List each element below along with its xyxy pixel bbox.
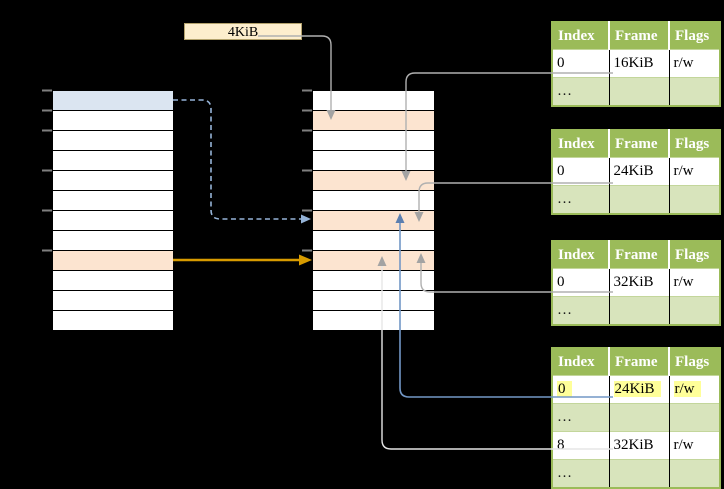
- column-header-flags: Flags: [669, 348, 720, 376]
- column-header-index: Index: [552, 348, 610, 376]
- cell-index: 0: [552, 49, 610, 78]
- virtual-page-cell: [53, 311, 173, 330]
- physical-frame-cell: [313, 271, 434, 291]
- physical-frame-cell: [313, 231, 434, 251]
- column-header-flags: Flags: [669, 241, 720, 269]
- virtual-page-cell: [53, 291, 173, 311]
- cell-flags: r/w: [669, 49, 720, 78]
- cell-frame: 24KiB: [609, 157, 670, 186]
- column-header-index: Index: [552, 241, 610, 269]
- table-row-ellipsis: …: [552, 185, 720, 214]
- column-header-flags: Flags: [669, 22, 720, 50]
- physical-frame-cell: [313, 131, 434, 151]
- cell-flags: [669, 296, 720, 325]
- cell-frame: [609, 185, 670, 214]
- page-table-1: Index Frame Flags 0 16KiB r/w …: [551, 21, 721, 107]
- cell-frame: 32KiB: [609, 431, 670, 460]
- physical-memory-column: [312, 90, 435, 331]
- table-row-ellipsis: …: [552, 77, 720, 106]
- cell-index: …: [552, 459, 610, 488]
- table-row: 0 32KiB r/w: [552, 268, 720, 297]
- physical-frame-cell-highlight: [313, 211, 434, 231]
- yellow-highlight: 24KiB: [613, 381, 661, 397]
- cell-frame: [609, 77, 670, 106]
- table-row: 8 32KiB r/w: [552, 431, 720, 460]
- cell-index: 0: [552, 268, 610, 297]
- virtual-page-cell: [53, 111, 173, 131]
- physical-frame-cell-highlight: [313, 171, 434, 191]
- cell-flags: [669, 403, 720, 432]
- column-header-index: Index: [552, 22, 610, 50]
- page-table-3: Index Frame Flags 0 32KiB r/w …: [551, 240, 721, 326]
- physical-frame-cell: [313, 151, 434, 171]
- cell-flags: [669, 185, 720, 214]
- column-header-index: Index: [552, 130, 610, 158]
- cell-flags: r/w: [669, 375, 720, 404]
- cell-frame: [609, 459, 670, 488]
- virtual-page-cell-highlight-blue: [53, 91, 173, 111]
- virtual-page-cell: [53, 211, 173, 231]
- virtual-page-cell: [53, 151, 173, 171]
- virtual-page-cell: [53, 231, 173, 251]
- page-table-2: Index Frame Flags 0 24KiB r/w …: [551, 129, 721, 215]
- cell-flags: [669, 459, 720, 488]
- virtual-page-cell: [53, 171, 173, 191]
- table-row: 0 16KiB r/w: [552, 49, 720, 78]
- column-header-frame: Frame: [609, 22, 670, 50]
- table-header-row: Index Frame Flags: [552, 241, 720, 269]
- table-header-row: Index Frame Flags: [552, 130, 720, 158]
- virtual-page-cell-highlight-orange: [53, 251, 173, 271]
- cell-index: 8: [552, 431, 610, 460]
- physical-frame-cell-highlight: [313, 111, 434, 131]
- physical-frame-cell: [313, 191, 434, 211]
- cell-flags: r/w: [669, 157, 720, 186]
- physical-frame-cell: [313, 311, 434, 330]
- physical-column-ticks: [302, 89, 312, 252]
- yellow-highlight: r/w: [673, 381, 701, 397]
- column-header-frame: Frame: [609, 241, 670, 269]
- virtual-page-cell: [53, 271, 173, 291]
- cell-flags: [669, 77, 720, 106]
- table-row: 0 24KiB r/w: [552, 157, 720, 186]
- column-header-frame: Frame: [609, 348, 670, 376]
- arrow-virtual-orange-to-frame: [173, 254, 312, 266]
- virtual-page-cell: [53, 131, 173, 151]
- cell-flags: r/w: [669, 268, 720, 297]
- virtual-memory-column: [52, 90, 174, 331]
- virtual-column-ticks: [42, 89, 52, 252]
- size-label-4kib: 4KiB: [184, 23, 302, 40]
- table-row-ellipsis: …: [552, 296, 720, 325]
- table-header-row: Index Frame Flags: [552, 22, 720, 50]
- physical-frame-cell-highlight: [313, 251, 434, 271]
- table-row-highlighted: 0 24KiB r/w: [552, 375, 720, 404]
- cell-index: …: [552, 296, 610, 325]
- physical-frame-cell: [313, 291, 434, 311]
- physical-frame-cell: [313, 91, 434, 111]
- cell-index: …: [552, 77, 610, 106]
- cell-index: 0: [552, 157, 610, 186]
- column-header-flags: Flags: [669, 130, 720, 158]
- arrow-virtual-blue-to-frame: [173, 99, 311, 224]
- cell-flags: r/w: [669, 431, 720, 460]
- table-row-ellipsis: …: [552, 459, 720, 488]
- cell-frame: [609, 296, 670, 325]
- cell-index: …: [552, 403, 610, 432]
- cell-frame: 16KiB: [609, 49, 670, 78]
- table-header-row: Index Frame Flags: [552, 348, 720, 376]
- cell-frame: [609, 403, 670, 432]
- cell-frame: 32KiB: [609, 268, 670, 297]
- column-header-frame: Frame: [609, 130, 670, 158]
- cell-index: …: [552, 185, 610, 214]
- cell-index: 0: [552, 375, 610, 404]
- yellow-highlight: 0: [557, 381, 572, 397]
- table-row-ellipsis: …: [552, 403, 720, 432]
- virtual-page-cell: [53, 191, 173, 211]
- cell-frame: 24KiB: [609, 375, 670, 404]
- page-table-4: Index Frame Flags 0 24KiB r/w … 8 32KiB …: [551, 347, 721, 489]
